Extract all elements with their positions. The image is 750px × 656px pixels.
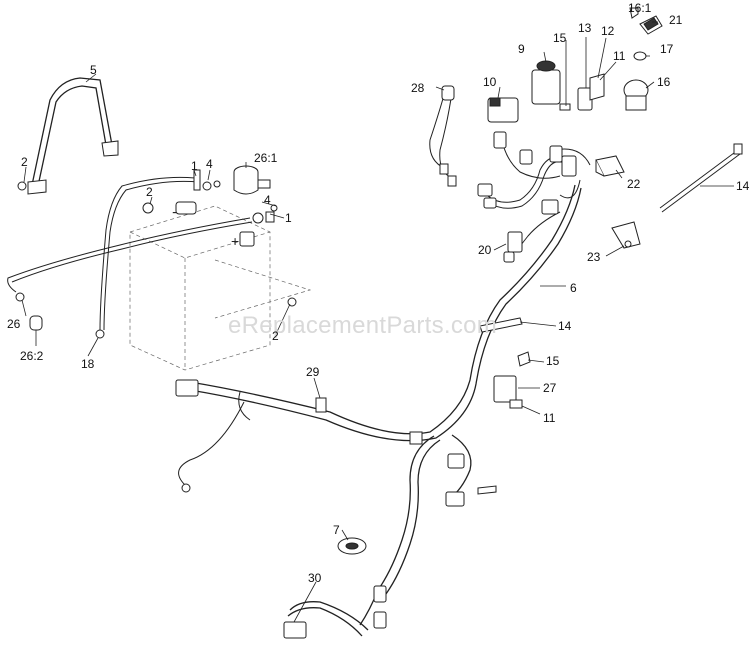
callout-11-mid: 11 [543,411,556,425]
callout-29: 29 [306,365,320,379]
callout-13: 13 [578,21,592,35]
upper-harness [477,131,591,263]
leader-lines [21,21,734,623]
battery: + − [129,205,312,371]
callout-14-mid: 14 [558,319,572,333]
callout-18: 18 [81,357,95,371]
watermark-text: eReplacementParts.com [228,312,498,339]
callout-5: 5 [90,63,97,77]
callout-1-top: 1 [191,159,198,173]
callout-2-bolt: 2 [146,185,153,199]
hardware [17,169,297,307]
main-harness [175,184,582,639]
callout-26-2: 26:2 [20,349,44,363]
callout-27: 27 [543,381,557,395]
callout-16: 16 [657,75,671,89]
battery-cables [7,176,264,339]
callout-2-battery: 2 [272,329,279,343]
callout-7: 7 [333,523,340,537]
callout-15-mid: 15 [546,354,560,368]
callout-22: 22 [627,177,641,191]
callout-30: 30 [308,571,322,585]
callout-20: 20 [478,243,492,257]
callout-2-strap: 2 [21,155,28,169]
callout-23: 23 [587,250,601,264]
callout-4-top: 4 [206,157,213,171]
callout-12: 12 [601,24,615,38]
callout-14-tie: 14 [736,179,750,193]
callout-16-1: 16:1 [628,1,652,15]
callout-9: 9 [518,42,525,56]
callout-4-right: 4 [264,193,271,207]
callout-1-right: 1 [285,211,292,225]
callout-15-top: 15 [553,31,567,45]
callout-21: 21 [669,13,683,27]
callout-11-top: 11 [613,49,626,63]
callout-26-1: 26:1 [254,151,278,165]
terminal-cap [233,165,271,195]
cable-ties [479,143,743,333]
svg-text:+: + [231,233,239,249]
battery-strap [27,77,119,195]
callout-26: 26 [7,317,21,331]
switch-components [337,7,663,555]
callout-17: 17 [660,42,674,56]
callout-10: 10 [483,75,497,89]
callout-6: 6 [570,281,577,295]
callout-28: 28 [411,81,425,95]
